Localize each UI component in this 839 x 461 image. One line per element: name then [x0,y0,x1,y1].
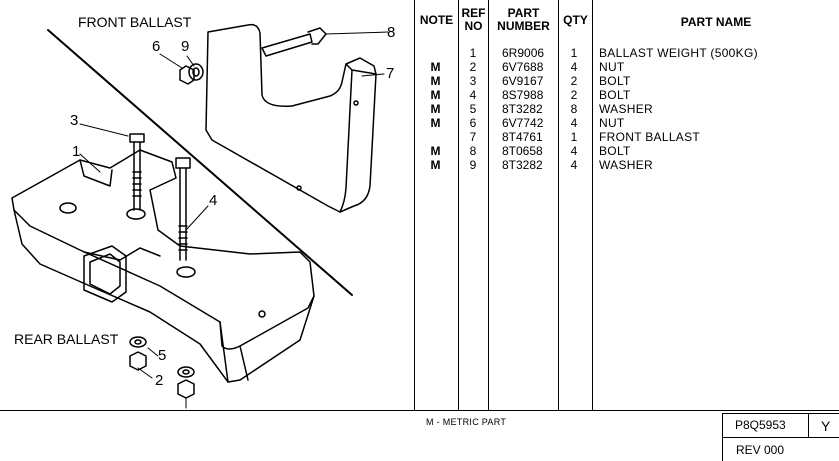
washer-5b [177,366,195,378]
row-qty: 4 [570,144,578,158]
row-qty: 8 [570,102,578,116]
table-row: 7 8T4761 1 FRONT BALLAST [414,130,839,144]
row-note: M [430,74,441,88]
bolt-8 [261,33,313,57]
callout-9: 9 [181,38,190,55]
table-row: M 6 6V7742 4 NUT [414,116,839,130]
row-part-number: 8T4761 [502,130,543,144]
row-part-number: 6V7742 [502,116,544,130]
row-qty: 2 [570,88,578,102]
washer-9 [188,63,204,81]
row-part-name: BOLT [599,88,631,102]
row-part-number: 6R9006 [502,46,545,60]
table-row: 1 6R9006 1 BALLAST WEIGHT (500KG) [414,46,839,60]
callout-6: 6 [152,38,161,55]
header-ref-line1: REF [461,6,486,20]
revision: REV 000 [736,443,785,457]
row-ref-no: 8 [469,144,477,158]
row-note: M [430,144,441,158]
header-part-number: PART NUMBER [489,7,558,33]
row-part-name: FRONT BALLAST [599,130,701,144]
row-note: M [430,158,441,172]
table-border-left [414,0,415,410]
header-part-line1: PART [507,6,540,20]
bolt-3 [129,133,145,143]
row-ref-no: 7 [469,130,477,144]
table-row: M 8 8T0658 4 BOLT [414,144,839,158]
row-part-number: 6V7688 [502,60,544,74]
row-ref-no: 9 [469,158,477,172]
row-part-number: 8T3282 [502,102,543,116]
footer-rule [0,410,839,411]
doc-number: P8Q5953 [735,418,786,432]
header-qty: QTY [563,13,588,27]
callout-5: 5 [158,347,167,364]
row-ref-no: 1 [469,46,477,60]
row-part-name: BOLT [599,74,631,88]
col-divider [458,0,459,410]
metric-part-note: M - METRIC PART [426,417,507,427]
row-part-name: BALLAST WEIGHT (500KG) [599,46,758,60]
callout-4: 4 [209,192,218,209]
row-qty: 1 [570,46,578,60]
table-row: M 2 6V7688 4 NUT [414,60,839,74]
callout-7: 7 [386,65,395,82]
row-part-number: 8S7988 [502,88,544,102]
callout-1: 1 [72,143,81,160]
mount-block [83,245,127,303]
row-ref-no: 3 [469,74,477,88]
table-row: M 9 8T3282 4 WASHER [414,158,839,172]
callout-3: 3 [70,112,79,129]
col-divider [558,0,559,410]
callout-8: 8 [387,24,396,41]
table-row: M 3 6V9167 2 BOLT [414,74,839,88]
row-qty: 4 [570,60,578,74]
row-part-number: 8T0658 [502,144,543,158]
divider-line [47,29,353,296]
header-part-name: PART NAME [680,15,752,29]
title-block [722,413,839,461]
nut-2b [177,379,195,399]
table-row: M 5 8T3282 8 WASHER [414,102,839,116]
callout-2: 2 [155,372,164,389]
col-divider [488,0,489,410]
row-part-name: WASHER [599,102,654,116]
nut-2a [129,351,147,371]
header-ref-line2: NO [464,19,483,33]
front-ballast-plate [205,23,377,213]
washer-5a [129,336,147,348]
row-qty: 4 [570,158,578,172]
row-note: M [430,60,441,74]
row-note: M [430,102,441,116]
row-part-name: WASHER [599,158,654,172]
table-row: M 4 8S7988 2 BOLT [414,88,839,102]
row-qty: 1 [570,130,578,144]
bolt-4 [175,157,191,169]
front-ballast-label: FRONT BALLAST [78,14,192,30]
rear-ballast-label: REAR BALLAST [14,331,119,347]
doc-letter: Y [821,418,831,434]
row-part-number: 6V9167 [502,74,544,88]
row-part-name: NUT [599,116,625,130]
row-ref-no: 5 [469,102,477,116]
row-note: M [430,88,441,102]
col-divider [592,0,593,410]
row-part-number: 8T3282 [502,158,543,172]
row-note: M [430,116,441,130]
header-part-line2: NUMBER [497,19,550,33]
parts-table: NOTE REF NO PART NUMBER QTY PART NAME 1 6… [414,0,839,410]
header-note: NOTE [419,13,454,27]
row-ref-no: 6 [469,116,477,130]
row-qty: 2 [570,74,578,88]
header-ref: REF NO [459,7,488,33]
row-ref-no: 2 [469,60,477,74]
rear-ballast-body [11,149,315,350]
row-part-name: BOLT [599,144,631,158]
row-part-name: NUT [599,60,625,74]
row-ref-no: 4 [469,88,477,102]
nut-6 [179,65,195,85]
parts-illustration [11,23,389,409]
row-qty: 4 [570,116,578,130]
